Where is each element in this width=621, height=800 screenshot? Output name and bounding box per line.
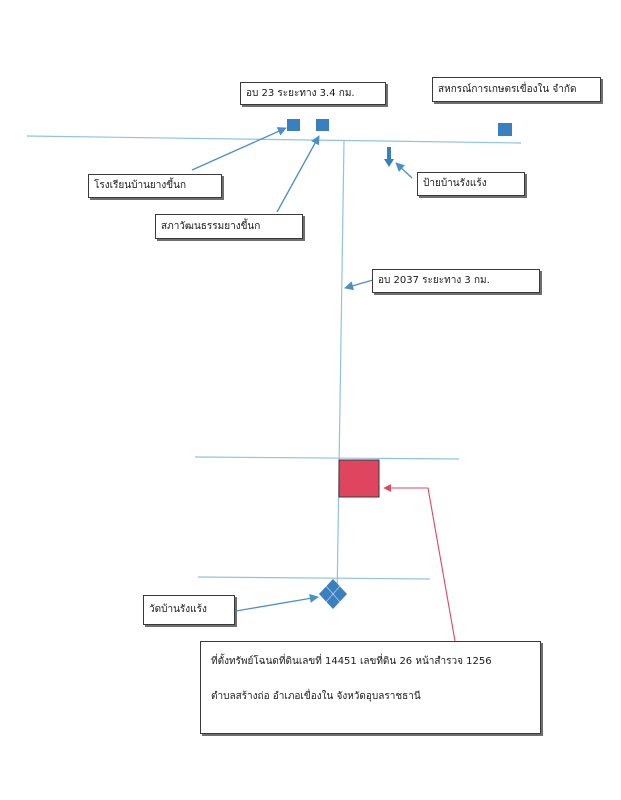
cooperative-marker-icon [498, 123, 512, 136]
temple-diamond-marker-icon [319, 579, 347, 609]
address-line-2: ตำบลสร้างถ่อ อำเภอเขื่องใน จังหวัดอุบลรา… [211, 691, 421, 702]
cooperative-label: สหกรณ์การเกษตรเขื่องใน จำกัด [432, 77, 601, 102]
bus-stop-down-arrow-icon [384, 147, 394, 167]
school-pointer-arrow [191, 127, 287, 171]
bus-stop-pointer-arrow [395, 162, 413, 179]
road-upper-cross [194, 456, 460, 460]
bus-stop-label: ป้ายบ้านรังแร้ง [417, 172, 525, 196]
road-23-label: อบ 23 ระยะทาง 3.4 กม. [240, 82, 386, 105]
road-2037-pointer-arrow [344, 279, 374, 291]
temple-pointer-arrow [235, 593, 319, 612]
temple-label: วัดบ้านรังแร้ง [143, 595, 235, 625]
property-address-box: ที่ตั้งทรัพย์โฉนดที่ดินเลขที่ 14451 เลขท… [200, 641, 541, 734]
site-pointer-arrow [383, 484, 456, 642]
road-lower-cross [197, 576, 431, 580]
road-2037-vertical [336, 140, 345, 601]
school-label: โรงเรียนบ้านยางขี้นก [88, 174, 222, 198]
cultural-council-pointer-arrow [276, 135, 320, 213]
cultural-council-marker-icon [316, 119, 329, 131]
school-marker-icon [287, 119, 300, 131]
cultural-council-label: สภาวัฒนธรรมยางขี้นก [155, 214, 303, 239]
property-site-square-icon [338, 459, 380, 498]
road-2037-label: อบ 2037 ระยะทาง 3 กม. [372, 269, 540, 293]
road-main-horizontal [26, 135, 522, 144]
address-line-1: ที่ตั้งทรัพย์โฉนดที่ดินเลขที่ 14451 เลขท… [211, 656, 492, 667]
